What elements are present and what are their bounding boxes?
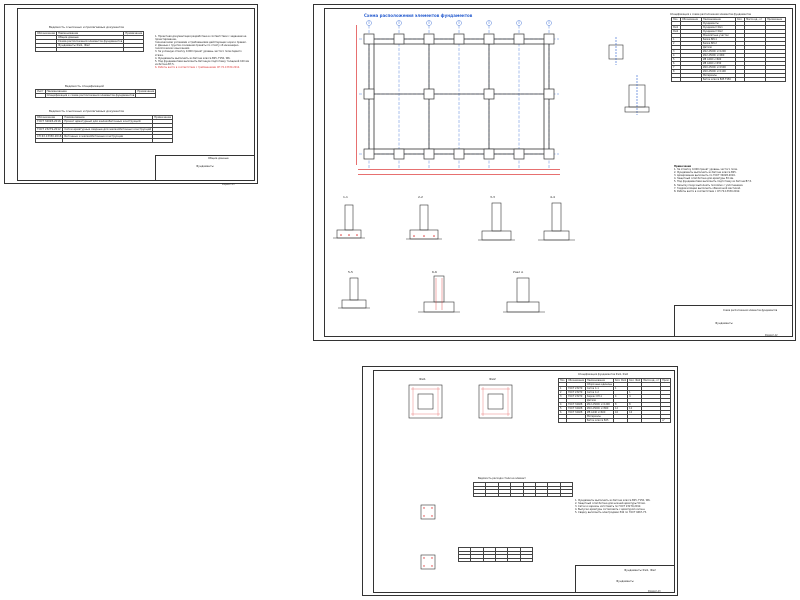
sheet3-frame (373, 370, 675, 593)
sheet3-title-block: Фундаменты Фм1, Фм2 Фундаменты Формат А3 (575, 565, 675, 593)
sheet3-mass-title: Ведомость расхода стали на элемент (478, 477, 526, 480)
sheet1-stamp-title: Общие данные (208, 157, 229, 160)
sheet3-notes: 1. Фундаменты выполнить из бетона класса… (575, 499, 651, 515)
sheet2-stamp-title: Схема расположения элементов фундаментов (723, 309, 778, 312)
sheet1-notes: 1. Проектная документация разработана в … (155, 35, 250, 69)
section-6-6: 6-6 (414, 270, 464, 325)
sheet2-stamp-sheet: Формат А2 (765, 334, 778, 337)
sheet-foundation-plan: Схема расположения элементов фундаментов (313, 4, 796, 341)
sheet3-section-small-2 (413, 547, 443, 577)
sheet1-docs-title: Ведомость ссылочных и прилагаемых докуме… (49, 109, 124, 113)
sheet2-stamp-object: Фундаменты (715, 322, 733, 325)
foundation-plan-drawing (354, 19, 564, 179)
sheet1-title-block: Общие данные Фундаменты Формат А3 (155, 155, 255, 186)
sheet3-spec-title: Спецификация фундаментов Фм1, Фм2 (578, 373, 629, 376)
foundation-fm1-view: Фм1 (403, 377, 448, 422)
sheet2-notes: Примечания 1. За отметку 0.000 принят ур… (674, 165, 752, 193)
section-node-a: Узел А (499, 270, 549, 325)
sheet1-stamp-object: Фундаменты (196, 165, 214, 168)
sheet1-frame (17, 8, 255, 181)
sheet-general-data: Ведомость ссылочных и прилагаемых докуме… (4, 4, 258, 186)
sheet3-stamp-sheet: Формат А3 (648, 590, 661, 593)
sheet1-refs-title: Ведомость ссылочных и прилагаемых докуме… (49, 25, 124, 29)
sheet1-stamp-sheet: Формат А3 (222, 183, 235, 186)
sheet-foundations-fm: Фм1 Фм2 Спецификация фундаментов Фм1, Фм… (362, 366, 678, 596)
foundation-fm2-view: Фм2 (473, 377, 518, 422)
section-5-5: 5-5 (334, 270, 374, 325)
sheet2-title-block: Схема расположения элементов фундаментов… (674, 305, 793, 337)
sheet2-frame (324, 8, 793, 337)
sheet1-spec-title: Ведомость спецификаций (65, 84, 104, 88)
sheet3-bar-table (457, 547, 534, 563)
sheet3-stamp-object: Фундаменты (616, 580, 634, 583)
sheet2-plan-title: Схема расположения элементов фундаментов (364, 13, 473, 18)
section-4-4: 4-4 (534, 195, 579, 255)
section-2-2: 2-2 (404, 195, 444, 255)
sheet3-stamp-title: Фундаменты Фм1, Фм2 (624, 569, 656, 572)
sheet3-section-small-1 (413, 497, 443, 527)
sheet3-mass-table (472, 482, 574, 498)
sheet2-detail-right (599, 35, 659, 135)
section-1-1: 1-1 (329, 195, 369, 255)
sheet2-spec-title: Спецификация к схеме расположения элемен… (670, 13, 751, 16)
section-3-3: 3-3 (474, 195, 519, 255)
